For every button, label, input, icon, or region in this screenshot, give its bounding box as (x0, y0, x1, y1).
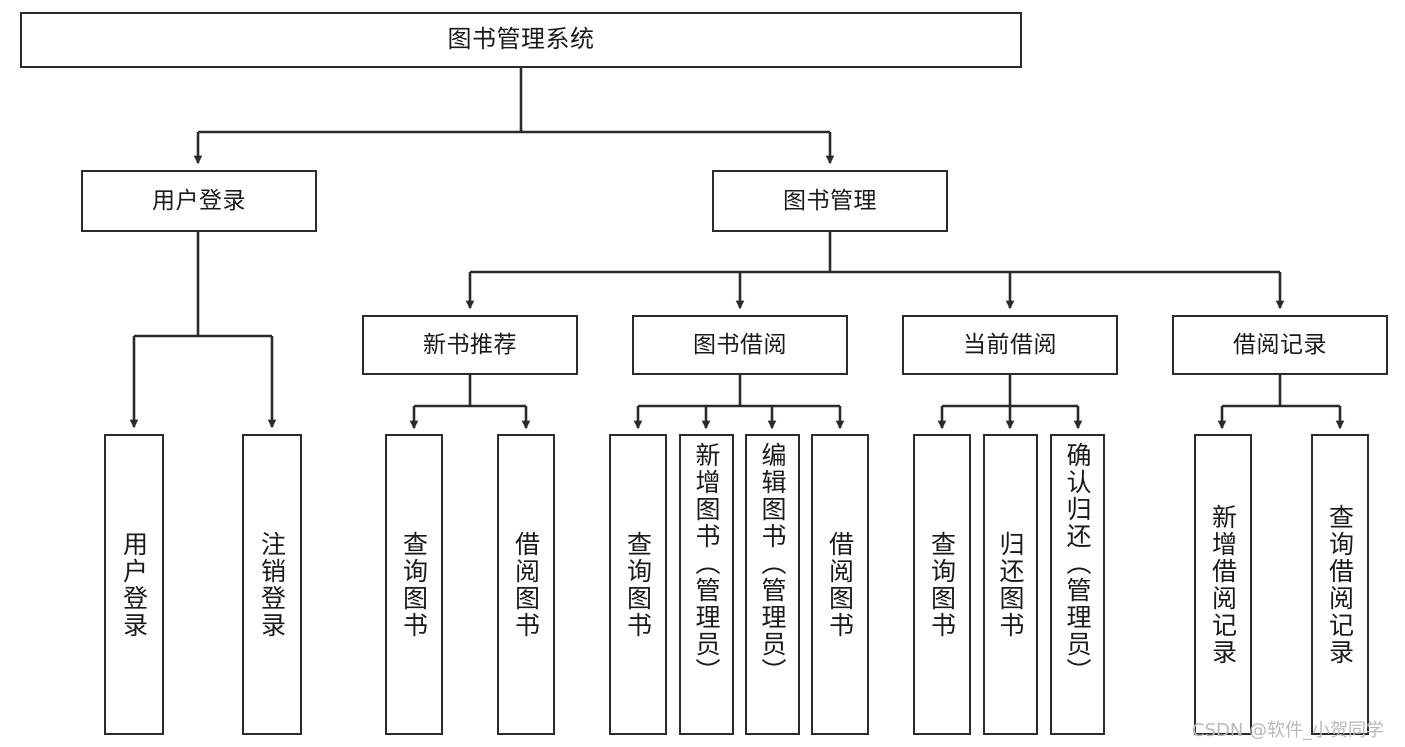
node-leaf-add-book[interactable]: 新增图书（管理员） (679, 434, 734, 735)
node-leaf-query-borrow-record-label: 查询借阅记录 (1325, 503, 1355, 666)
node-leaf-edit-book-label: 编辑图书（管理员） (758, 442, 787, 685)
node-leaf-borrow-book-recommendation[interactable]: 借阅图书 (497, 434, 555, 735)
node-new-book-recommendation-label: 新书推荐 (423, 331, 517, 358)
node-leaf-return-book-label: 归还图书 (996, 530, 1025, 639)
node-leaf-query-book-recommendation-label: 查询图书 (399, 530, 429, 639)
node-leaf-add-borrow-record-label: 新增借阅记录 (1208, 503, 1238, 666)
node-current-borrow-label: 当前借阅 (963, 331, 1057, 358)
node-leaf-borrow-book[interactable]: 借阅图书 (811, 434, 869, 735)
node-new-book-recommendation[interactable]: 新书推荐 (362, 315, 578, 375)
node-leaf-confirm-return[interactable]: 确认归还（管理员） (1050, 434, 1105, 735)
node-user-login-label: 用户登录 (152, 187, 246, 214)
node-leaf-add-book-label: 新增图书（管理员） (692, 442, 721, 685)
node-leaf-add-borrow-record[interactable]: 新增借阅记录 (1194, 434, 1252, 735)
node-leaf-return-book[interactable]: 归还图书 (983, 434, 1038, 735)
csdn-watermark: CSDN @软件_小贺同学 (1192, 720, 1385, 741)
node-leaf-query-book-recommendation[interactable]: 查询图书 (385, 434, 443, 735)
node-leaf-user-logout-label: 注销登录 (257, 530, 287, 639)
node-leaf-query-book-current-label: 查询图书 (927, 530, 957, 639)
node-leaf-edit-book[interactable]: 编辑图书（管理员） (745, 434, 800, 735)
node-leaf-borrow-book-recommendation-label: 借阅图书 (511, 530, 541, 639)
node-book-borrow-label: 图书借阅 (693, 331, 787, 358)
node-book-borrow[interactable]: 图书借阅 (632, 315, 848, 375)
node-book-manage[interactable]: 图书管理 (712, 170, 948, 232)
node-leaf-user-login-label: 用户登录 (119, 530, 149, 639)
node-leaf-confirm-return-label: 确认归还（管理员） (1063, 442, 1092, 685)
node-user-login[interactable]: 用户登录 (81, 170, 317, 232)
node-borrow-record-label: 借阅记录 (1233, 331, 1327, 358)
node-leaf-user-logout[interactable]: 注销登录 (242, 434, 302, 735)
node-leaf-borrow-book-label: 借阅图书 (825, 530, 855, 639)
node-leaf-query-borrow-record[interactable]: 查询借阅记录 (1311, 434, 1369, 735)
node-leaf-query-book-borrow[interactable]: 查询图书 (609, 434, 667, 735)
node-leaf-query-book-current[interactable]: 查询图书 (913, 434, 971, 735)
node-leaf-query-book-borrow-label: 查询图书 (623, 530, 653, 639)
node-leaf-user-login[interactable]: 用户登录 (104, 434, 164, 735)
node-root-label: 图书管理系统 (447, 25, 595, 54)
node-book-manage-label: 图书管理 (783, 187, 877, 214)
node-borrow-record[interactable]: 借阅记录 (1172, 315, 1388, 375)
node-root-book-management-system[interactable]: 图书管理系统 (20, 12, 1022, 68)
node-current-borrow[interactable]: 当前借阅 (902, 315, 1118, 375)
